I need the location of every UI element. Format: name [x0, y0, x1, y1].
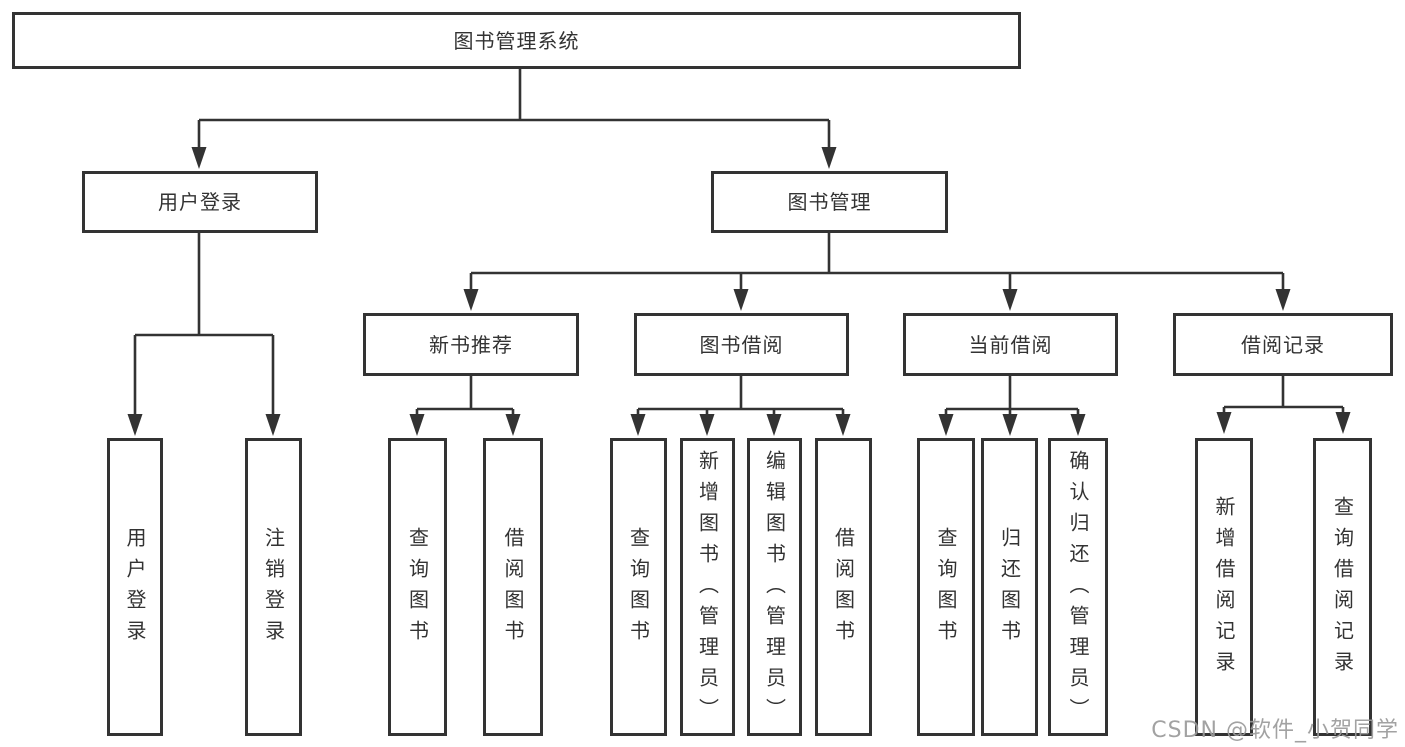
leaf-user-login: 用户登录 — [107, 438, 163, 736]
node-new-book-recommend: 新书推荐 — [363, 313, 579, 376]
connector-book-borrow-branch — [630, 376, 851, 436]
leaf-add-book-admin: 新增图书（管理员） — [680, 438, 735, 736]
node-borrow-record: 借阅记录 — [1173, 313, 1393, 376]
leaf-confirm-return-admin: 确认归还（管理员） — [1048, 438, 1108, 736]
leaf-edit-book-admin: 编辑图书（管理员） — [747, 438, 802, 736]
node-user-login: 用户登录 — [82, 171, 318, 233]
connector-current-borrow-branch — [938, 376, 1086, 436]
connector-user-login-branch — [127, 233, 281, 436]
leaf-query-book-borrow: 查询图书 — [610, 438, 667, 736]
leaf-borrow-book: 借阅图书 — [815, 438, 872, 736]
leaf-logout: 注销登录 — [245, 438, 302, 736]
node-current-borrow: 当前借阅 — [903, 313, 1118, 376]
leaf-add-borrow-record: 新增借阅记录 — [1195, 438, 1253, 736]
leaf-query-book-recommend: 查询图书 — [388, 438, 447, 736]
node-book-borrow: 图书借阅 — [634, 313, 849, 376]
node-root: 图书管理系统 — [12, 12, 1021, 69]
leaf-query-book-current: 查询图书 — [917, 438, 975, 736]
connector-borrow-record-branch — [1216, 376, 1351, 434]
connector-new-book-branch — [409, 376, 521, 436]
leaf-borrow-book-recommend: 借阅图书 — [483, 438, 543, 736]
node-book-management: 图书管理 — [711, 171, 948, 233]
watermark: CSDN @软件_小贺同学 — [1151, 718, 1399, 743]
connector-book-management-branch — [463, 233, 1291, 311]
leaf-return-book: 归还图书 — [981, 438, 1038, 736]
connector-root-to-level2 — [191, 68, 837, 169]
leaf-query-borrow-record: 查询借阅记录 — [1313, 438, 1372, 736]
